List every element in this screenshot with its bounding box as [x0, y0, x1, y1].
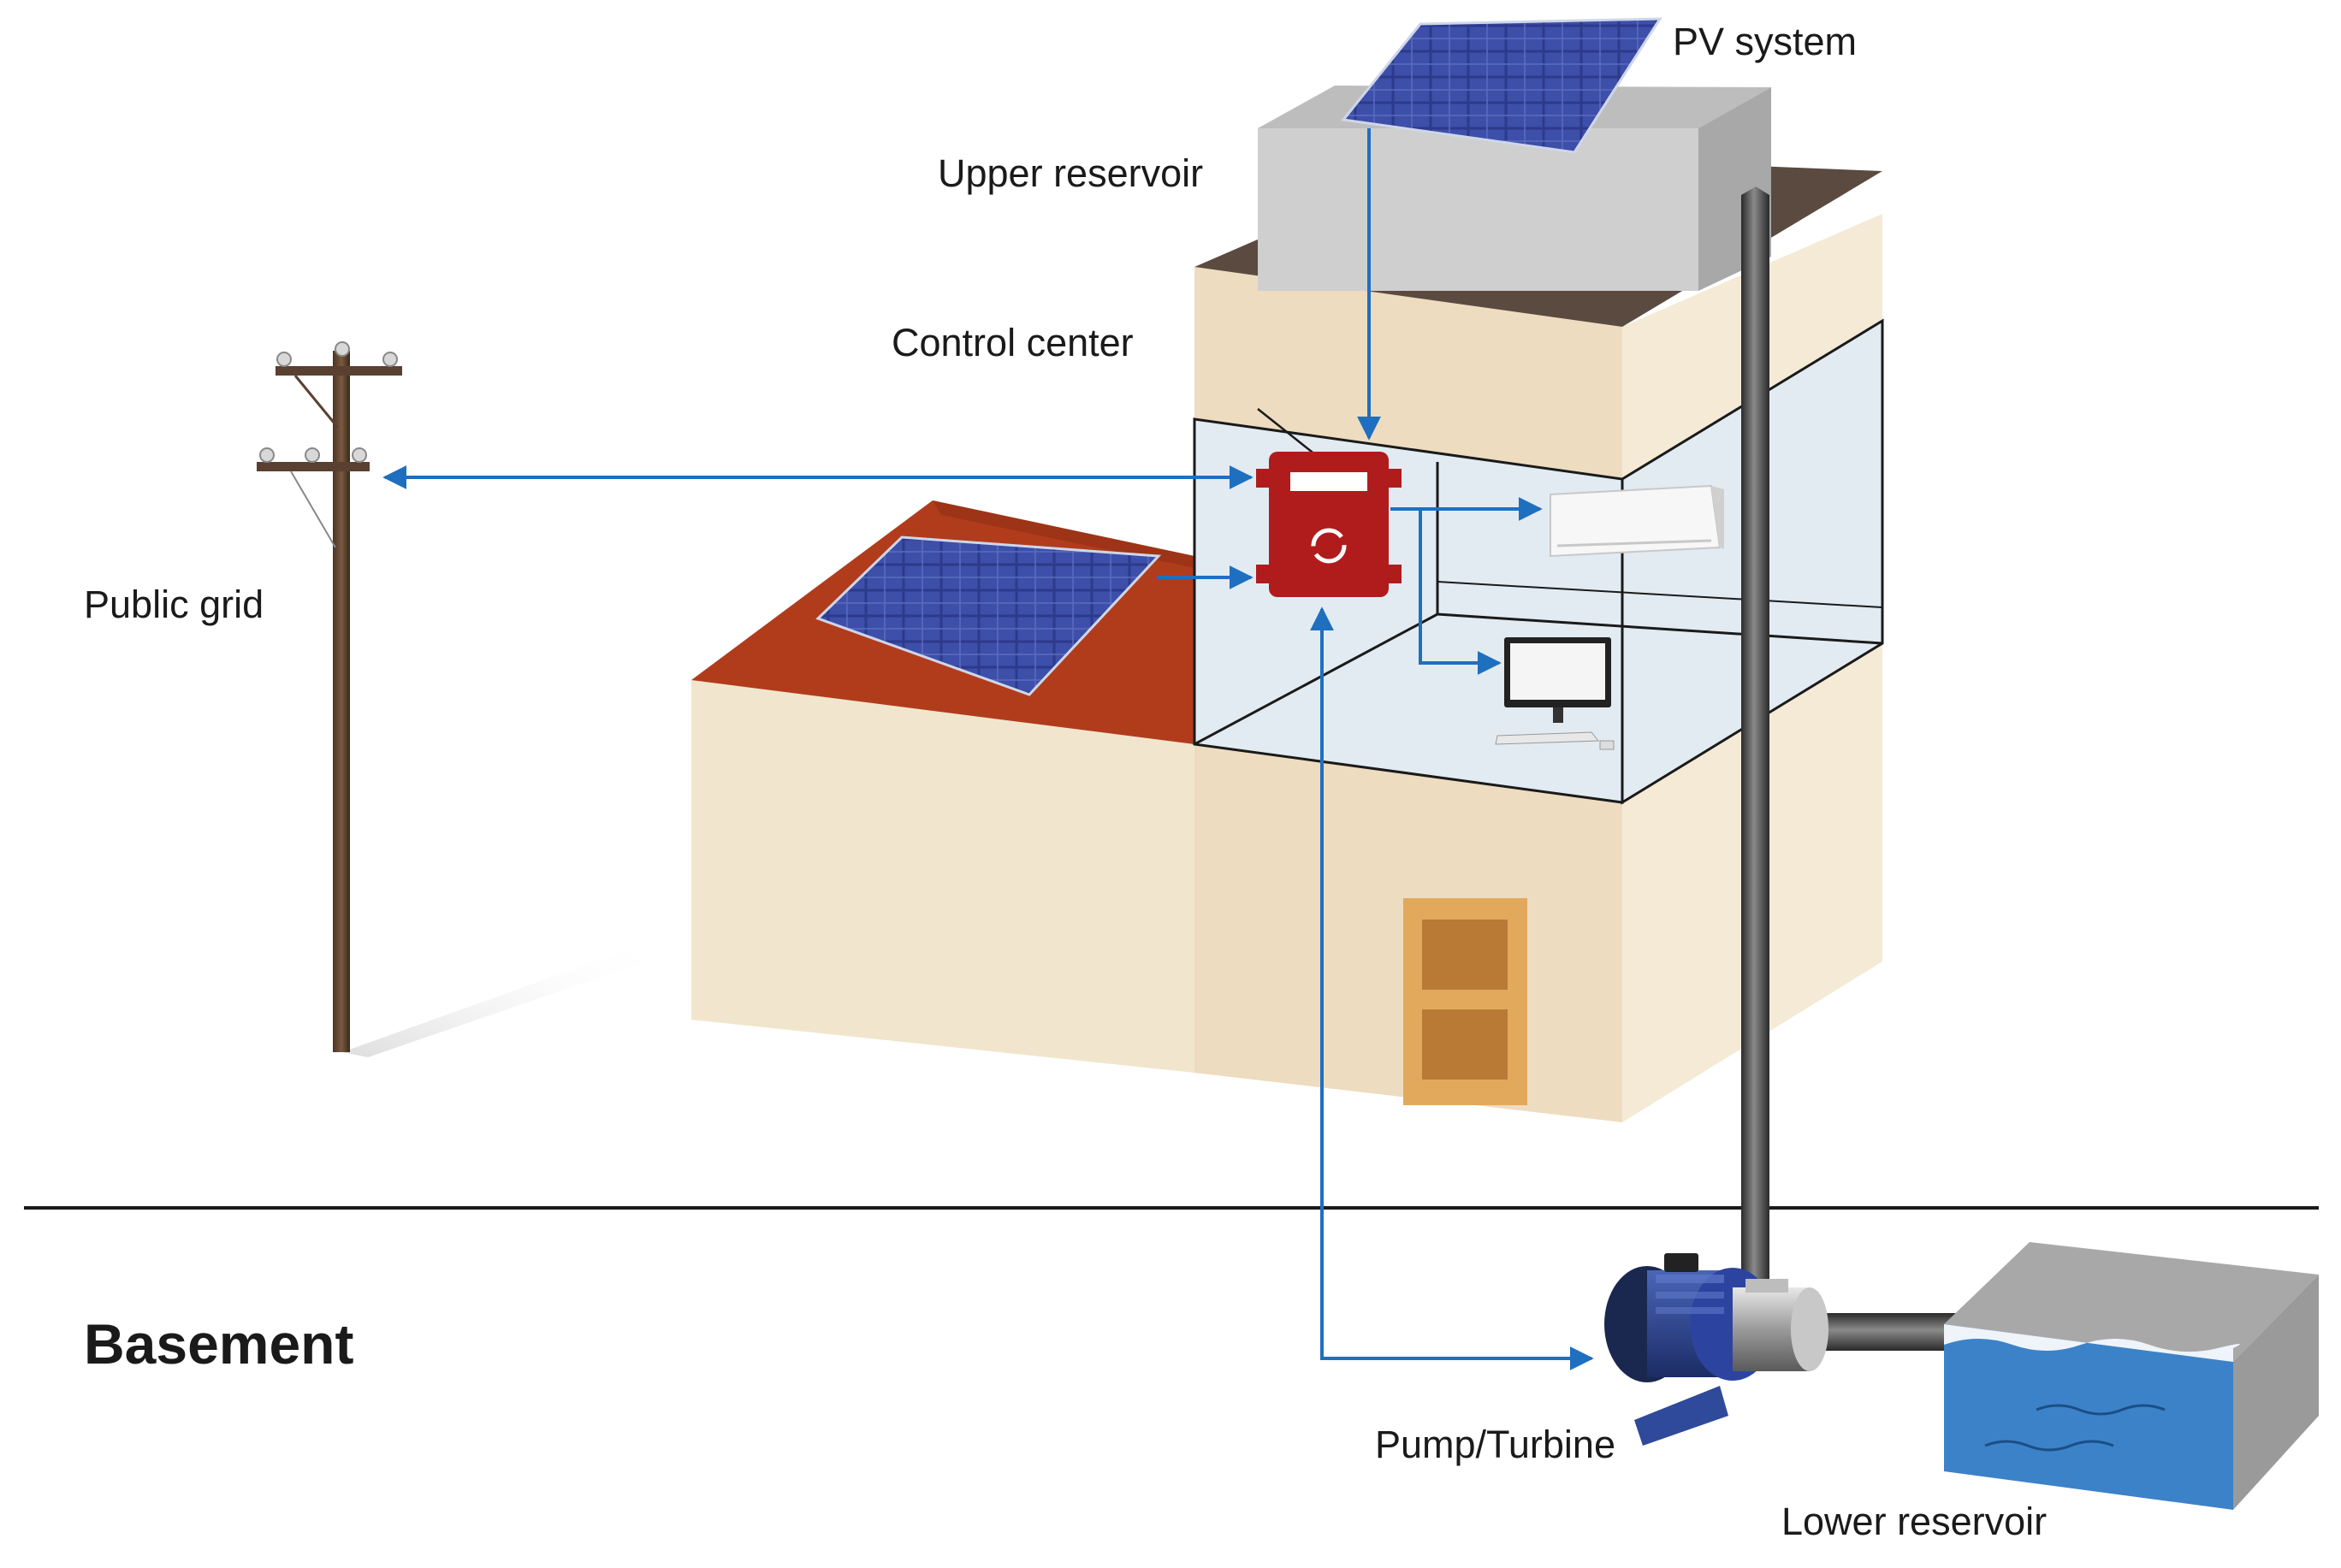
label-pump-turbine: Pump/Turbine [1375, 1423, 1615, 1466]
label-basement: Basement [84, 1312, 354, 1376]
door-icon [1403, 898, 1527, 1105]
pole-shadow [342, 948, 676, 1057]
control-center-box-icon [1256, 408, 1402, 597]
air-conditioner-icon [1550, 484, 1724, 558]
pump-turbine-icon [1604, 1253, 1828, 1446]
label-upper-reservoir: Upper reservoir [938, 151, 1204, 195]
lower-reservoir-tank [1944, 1242, 2319, 1510]
label-lower-reservoir: Lower reservoir [1781, 1500, 2048, 1543]
label-pv-system: PV system [1673, 20, 1858, 63]
label-public-grid: Public grid [84, 583, 264, 626]
utility-pole-icon [257, 341, 402, 1052]
rooftop-pv-panel-icon [1341, 17, 1662, 154]
upper-front-wall [1194, 267, 1622, 479]
arrow-control-pump [1310, 606, 1594, 1370]
label-control-center: Control center [892, 321, 1134, 364]
riser-pipe [1741, 186, 1769, 1334]
flow-arrows [382, 128, 1594, 1370]
annex-pv-panel-icon [815, 535, 1162, 696]
annex-front-wall [691, 680, 1194, 1073]
